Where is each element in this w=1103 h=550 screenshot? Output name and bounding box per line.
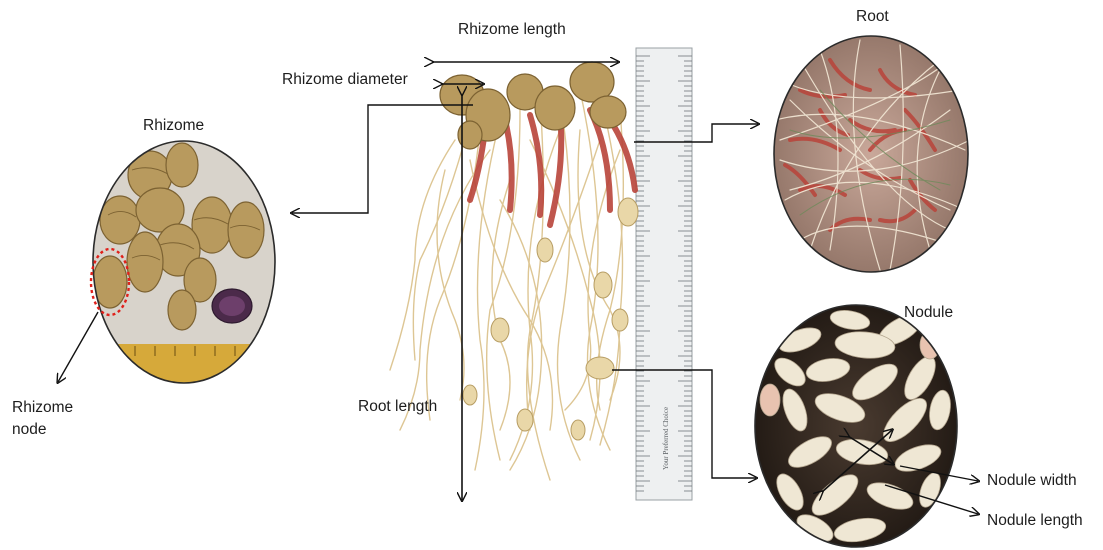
nodule-width-label: Nodule width xyxy=(987,470,1077,492)
nodule-label: Nodule xyxy=(904,302,953,324)
nodule-inset-photo xyxy=(755,305,957,547)
rhizome-length-label: Rhizome length xyxy=(458,19,566,41)
connector-to-rhizome-node xyxy=(58,312,98,382)
rhizome-label: Rhizome xyxy=(143,115,204,137)
root-label: Root xyxy=(856,6,889,28)
ruler-caption: Your Preferred Choice xyxy=(662,407,670,470)
rhizome-inset-photo xyxy=(91,140,275,385)
root-inset-photo xyxy=(774,36,970,272)
connector-to-rhizome xyxy=(292,105,473,213)
ruler: Your Preferred Choice xyxy=(636,48,692,500)
rhizome-node-label: Rhizome node xyxy=(12,397,82,441)
central-specimen-photo: Your Preferred Choice xyxy=(390,48,692,500)
nodule-length-label: Nodule length xyxy=(987,510,1083,532)
rhizome-diameter-label: Rhizome diameter xyxy=(282,69,408,91)
root-length-label: Root length xyxy=(358,396,437,418)
